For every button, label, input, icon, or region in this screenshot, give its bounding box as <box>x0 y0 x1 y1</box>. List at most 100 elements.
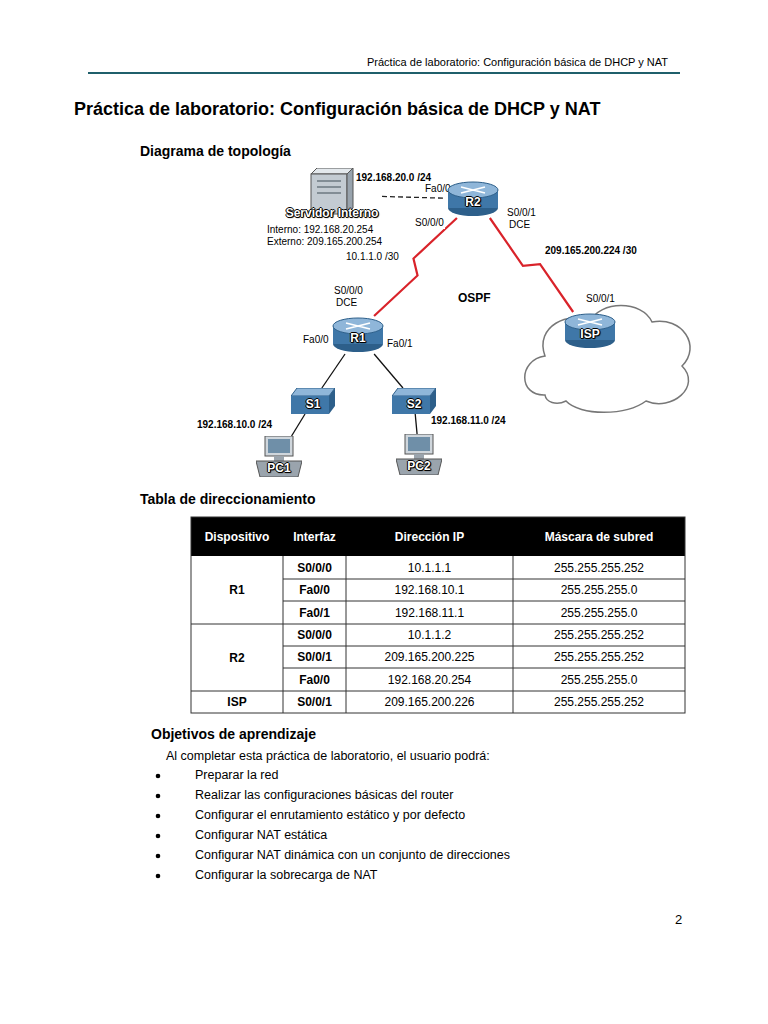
device-name: PC1 <box>256 461 302 475</box>
ethernet-link <box>292 414 305 436</box>
table-lines <box>191 517 685 713</box>
router-arrows <box>578 319 602 325</box>
switch-icon: S2 <box>392 388 436 414</box>
table-cell: 209.165.200.226 <box>346 691 513 713</box>
table-row-line <box>191 624 685 625</box>
address-table-grid <box>191 517 685 713</box>
server-slot <box>317 180 341 182</box>
bullet-dot <box>156 774 161 779</box>
routing-protocol: OSPF <box>457 291 492 305</box>
server-address: Interno: 192.168.20.254 <box>266 224 374 236</box>
server-icon: Servidor Interno <box>282 168 382 222</box>
interface-name: S0/0/1 <box>506 207 537 219</box>
table-cell: 255.255.255.252 <box>513 556 685 579</box>
section-heading: Tabla de direccionamiento <box>140 491 316 508</box>
table-header-band <box>191 517 685 556</box>
interface-name: S0/0/0 <box>414 217 445 229</box>
device-name: S2 <box>392 397 436 411</box>
server-address: Externo: 209.165.200.254 <box>266 236 383 248</box>
table-col-line <box>513 556 514 713</box>
page-title: Práctica de laboratorio: Configuración b… <box>74 98 600 120</box>
table-row-line <box>191 691 685 692</box>
ethernet-link <box>374 354 403 388</box>
switch-side <box>329 388 335 414</box>
table-cell: S0/0/0 <box>283 624 346 646</box>
table-cell: Fa0/0 <box>283 668 346 691</box>
router-arrows <box>461 187 485 193</box>
table-header-cell: Dirección IP <box>346 517 513 556</box>
table-cell: R2 <box>191 624 283 691</box>
router-icon: ISP <box>563 312 617 350</box>
device-name: Servidor Interno <box>282 206 382 220</box>
pc-monitor <box>405 434 433 454</box>
table-cell: 255.255.255.252 <box>513 646 685 668</box>
internet-cloud <box>525 306 690 413</box>
network-address: 10.1.1.0 /30 <box>345 251 400 263</box>
table-cell: S0/0/1 <box>283 691 346 713</box>
table-row-line <box>283 601 685 602</box>
table-row-line <box>283 579 685 580</box>
table-cell: ISP <box>191 691 283 713</box>
table-cell: 10.1.1.2 <box>346 624 513 646</box>
table-col-line <box>283 556 284 713</box>
header-rule <box>88 72 680 74</box>
table-cell: Fa0/0 <box>283 579 346 601</box>
ethernet-link <box>415 414 417 434</box>
network-address: 192.168.20.0 /24 <box>355 172 432 184</box>
bullet-dots <box>156 774 161 879</box>
table-cell: 192.168.11.1 <box>346 601 513 624</box>
interface-name: Fa0/1 <box>386 338 414 350</box>
table-border <box>191 517 685 713</box>
device-name: S1 <box>291 397 335 411</box>
bullet-text: Configurar NAT estática <box>195 828 327 843</box>
bullet-text: Configurar la sobrecarga de NAT <box>195 868 378 883</box>
bullet-text: Configurar el enrutamiento estático y po… <box>195 808 465 823</box>
bullet-dot <box>156 834 161 839</box>
server-slot <box>317 192 341 194</box>
table-row-line <box>283 646 685 647</box>
table-cell: 255.255.255.0 <box>513 668 685 691</box>
switch-top <box>392 388 436 396</box>
switch-side <box>430 388 436 414</box>
table-header-cell: Interfaz <box>283 517 346 556</box>
interface-name: S0/0/1 <box>585 293 616 305</box>
bullet-dot <box>156 854 161 859</box>
ethernet-link <box>322 354 345 388</box>
server-top <box>311 168 353 174</box>
router-icon: R1 <box>331 316 385 354</box>
device-name: R2 <box>446 195 500 209</box>
bullet-dot <box>156 874 161 879</box>
network-address: 209.165.200.224 /30 <box>544 245 638 257</box>
table-col-line <box>346 556 347 713</box>
dce-tag: DCE <box>335 297 358 309</box>
section-heading: Diagrama de topología <box>140 143 291 160</box>
device-name: PC2 <box>396 459 442 473</box>
pc-stand <box>414 454 424 459</box>
table-cell: 255.255.255.252 <box>513 624 685 646</box>
table-header-cell: Máscara de subred <box>513 517 685 556</box>
bullet-text: Realizar las configuraciones básicas del… <box>195 788 453 803</box>
table-cell: 192.168.20.254 <box>346 668 513 691</box>
bullet-dot <box>156 794 161 799</box>
pc-screen <box>268 439 290 453</box>
server-slot <box>317 186 341 188</box>
interface-name: Fa0/0 <box>302 334 330 346</box>
running-header: Práctica de laboratorio: Configuración b… <box>367 56 668 69</box>
section-heading: Objetivos de aprendizaje <box>151 726 316 743</box>
pc-icon: PC1 <box>256 436 302 477</box>
pc-monitor <box>265 436 293 456</box>
ethernet-link <box>382 196 446 198</box>
table-cell: 192.168.10.1 <box>346 579 513 601</box>
switch-top <box>291 388 335 396</box>
table-row-line <box>283 668 685 669</box>
table-header-cell: Dispositivo <box>191 517 283 556</box>
router-arrows <box>346 323 370 329</box>
interface-name: Fa0/0 <box>424 183 452 195</box>
switch-icon: S1 <box>291 388 335 414</box>
interface-name: S0/0/0 <box>333 285 364 297</box>
pc-screen <box>408 437 430 451</box>
table-cell: 209.165.200.225 <box>346 646 513 668</box>
table-cell: Fa0/1 <box>283 601 346 624</box>
device-name: ISP <box>563 327 617 341</box>
